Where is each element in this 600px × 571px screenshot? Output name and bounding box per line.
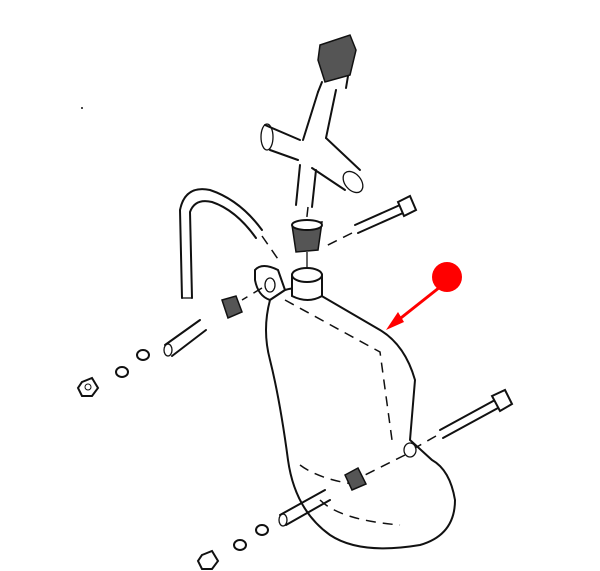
grommet (291, 219, 323, 268)
hose (179, 188, 281, 299)
hardware-lower (196, 454, 406, 570)
tee-fitting (260, 89, 364, 226)
cap (317, 34, 357, 93)
reservoir-tank (254, 265, 457, 550)
hardware-upper (76, 287, 263, 397)
long-bolt-upper (321, 194, 418, 249)
long-bolt-lower (414, 388, 514, 449)
marker-arrow (386, 262, 462, 330)
